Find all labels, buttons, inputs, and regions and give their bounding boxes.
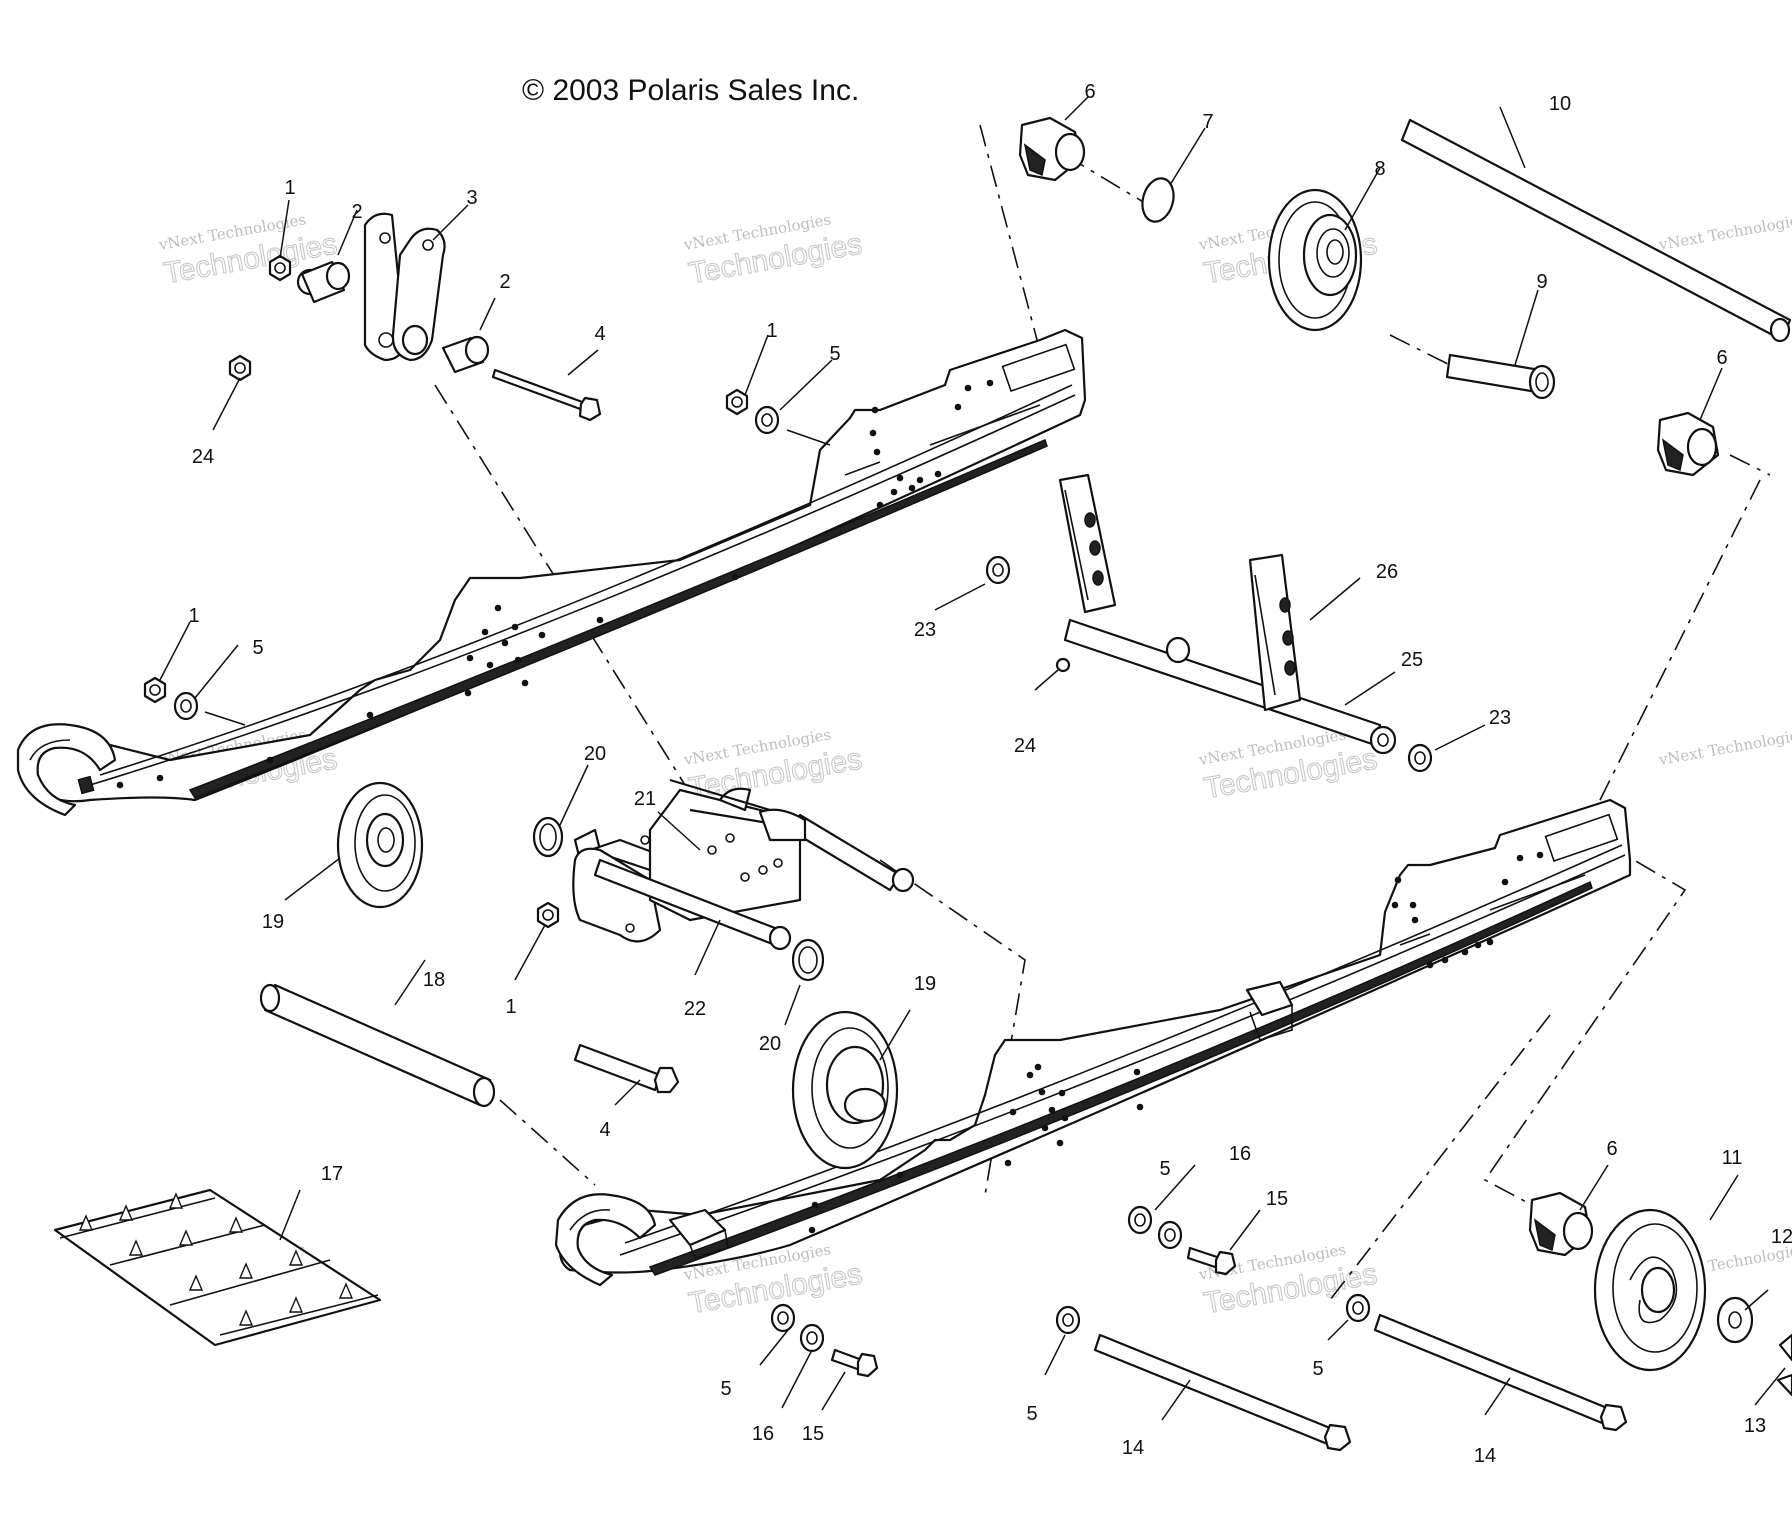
front-arm-assembly (259, 778, 915, 1170)
watermark-text: vNext Technologies (1657, 725, 1792, 769)
callout-12: 12 (1771, 1226, 1792, 1248)
callout-6: 6 (1084, 81, 1095, 103)
callout-16: 16 (752, 1423, 774, 1445)
callout-1: 1 (766, 320, 777, 342)
hifax-pad (53, 1188, 382, 1347)
callout-5: 5 (1312, 1358, 1323, 1380)
callout-24: 24 (1014, 735, 1036, 757)
callout-13: 13 (1744, 1415, 1766, 1437)
callout-4: 4 (599, 1119, 610, 1141)
callout-labels: 1 2 3 2 4 24 1 5 6 7 8 10 9 6 23 26 25 2… (188, 81, 1792, 1467)
callout-5: 5 (252, 637, 263, 659)
callout-8: 8 (1374, 158, 1385, 180)
callout-15: 15 (802, 1423, 824, 1445)
callout-16: 16 (1229, 1143, 1251, 1165)
callout-11: 11 (1722, 1147, 1743, 1169)
callout-9: 9 (1536, 271, 1547, 293)
copyright-text: © 2003 Polaris Sales Inc. (522, 74, 859, 107)
callout-1: 1 (284, 177, 295, 199)
callout-21: 21 (634, 788, 656, 810)
callout-2: 2 (351, 201, 362, 223)
watermark-text: vNext Technologies (1657, 210, 1792, 254)
callout-2: 2 (499, 271, 510, 293)
callout-17: 17 (321, 1163, 343, 1185)
callout-20: 20 (584, 743, 606, 765)
callout-20: 20 (759, 1033, 781, 1055)
callout-14: 14 (1474, 1445, 1496, 1467)
callout-5: 5 (829, 343, 840, 365)
callout-19: 19 (914, 973, 936, 995)
callout-10: 10 (1549, 93, 1571, 115)
callout-23: 23 (1489, 707, 1511, 729)
callout-leaders (159, 96, 1786, 1421)
callout-5: 5 (1026, 1403, 1037, 1425)
callout-24: 24 (192, 446, 214, 468)
callout-3: 3 (466, 187, 477, 209)
callout-1: 1 (505, 996, 516, 1018)
idler-parts-bottom (1528, 1191, 1792, 1372)
callout-6: 6 (1716, 347, 1727, 369)
callout-26: 26 (1376, 561, 1398, 583)
lower-rail (554, 798, 1632, 1287)
callout-19: 19 (262, 911, 284, 933)
callout-14: 14 (1122, 1437, 1144, 1459)
callout-1: 1 (188, 605, 199, 627)
callout-5: 5 (720, 1378, 731, 1400)
callout-6: 6 (1606, 1138, 1617, 1160)
callout-22: 22 (684, 998, 706, 1020)
callout-5: 5 (1159, 1158, 1170, 1180)
center-cross-shaft (1055, 473, 1397, 755)
upper-rail (16, 328, 1087, 817)
callout-18: 18 (423, 969, 445, 991)
rear-link-assembly (228, 212, 602, 422)
assembly-lines (434, 124, 1771, 1301)
callout-7: 7 (1202, 111, 1213, 133)
idler-parts-top (1018, 116, 1792, 477)
callout-23: 23 (914, 619, 936, 641)
callout-25: 25 (1401, 649, 1423, 671)
callout-15: 15 (1266, 1188, 1288, 1210)
callout-4: 4 (594, 323, 605, 345)
